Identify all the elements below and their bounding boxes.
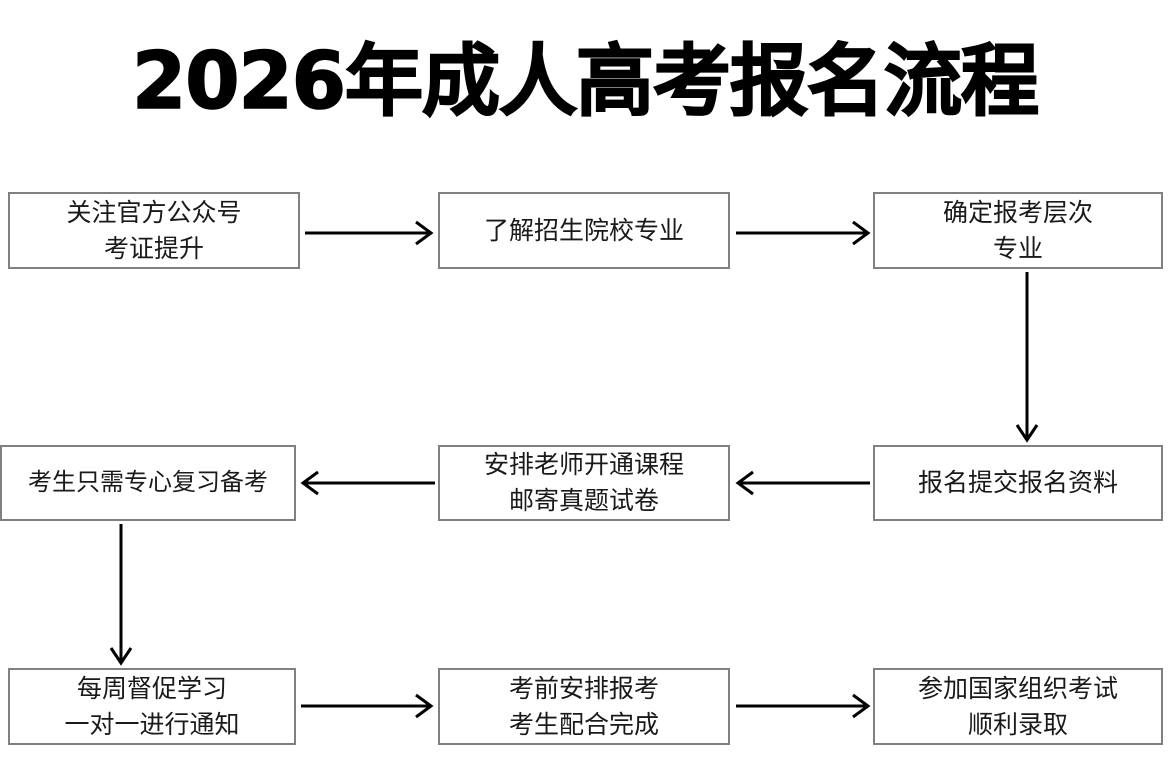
- flow-connector-n5-n4: [300, 465, 435, 501]
- flow-node-n3[interactable]: 确定报考层次 专业: [873, 192, 1163, 269]
- flow-node-n1[interactable]: 关注官方公众号 考证提升: [8, 192, 300, 269]
- flow-node-n3-line1: 确定报考层次: [942, 198, 1093, 227]
- flow-node-n2[interactable]: 了解招生院校专业: [438, 192, 730, 269]
- flow-node-n5-line1: 安排老师开通课程: [483, 451, 684, 479]
- flow-connector-n3-n6: [1009, 272, 1045, 443]
- flow-connector-n1-n2: [305, 215, 434, 251]
- flow-node-n5[interactable]: 安排老师开通课程 邮寄真题试卷: [438, 445, 730, 521]
- flow-node-n8[interactable]: 考前安排报考 考生配合完成: [438, 668, 730, 745]
- flow-node-n9-line1: 参加国家组织考试: [917, 674, 1118, 703]
- page-title: 2026年成人高考报名流程: [131, 36, 1040, 128]
- flow-node-n6-line1: 报名提交报名资料: [917, 469, 1118, 497]
- flow-connector-n8-n9: [736, 688, 871, 724]
- flow-node-n8-line2: 考生配合完成: [508, 710, 659, 739]
- flow-node-n7-line2: 一对一进行通知: [64, 710, 240, 739]
- flow-node-n7-line1: 每周督促学习: [76, 674, 227, 703]
- flow-node-n5-line2: 邮寄真题试卷: [508, 487, 659, 515]
- flow-node-n1-line1: 关注官方公众号: [66, 198, 242, 227]
- flow-node-n9[interactable]: 参加国家组织考试 顺利录取: [873, 668, 1163, 745]
- flow-node-n4[interactable]: 考生只需专心复习备考: [0, 445, 296, 521]
- flow-node-n2-line1: 了解招生院校专业: [483, 216, 684, 245]
- flow-node-n1-line2: 考证提升: [103, 234, 204, 263]
- flow-connector-n2-n3: [736, 215, 871, 251]
- flow-connector-n6-n5: [735, 465, 870, 501]
- flow-node-n8-line1: 考前安排报考: [508, 674, 659, 703]
- flow-connector-n7-n8: [301, 688, 434, 724]
- flow-node-n9-line2: 顺利录取: [967, 710, 1068, 739]
- flow-node-n4-line1: 考生只需专心复习备考: [28, 469, 268, 496]
- flow-node-n3-line2: 专业: [992, 234, 1043, 263]
- flow-connector-n4-n7: [103, 524, 139, 666]
- flow-node-n7[interactable]: 每周督促学习 一对一进行通知: [8, 668, 296, 745]
- flow-node-n6[interactable]: 报名提交报名资料: [873, 445, 1163, 521]
